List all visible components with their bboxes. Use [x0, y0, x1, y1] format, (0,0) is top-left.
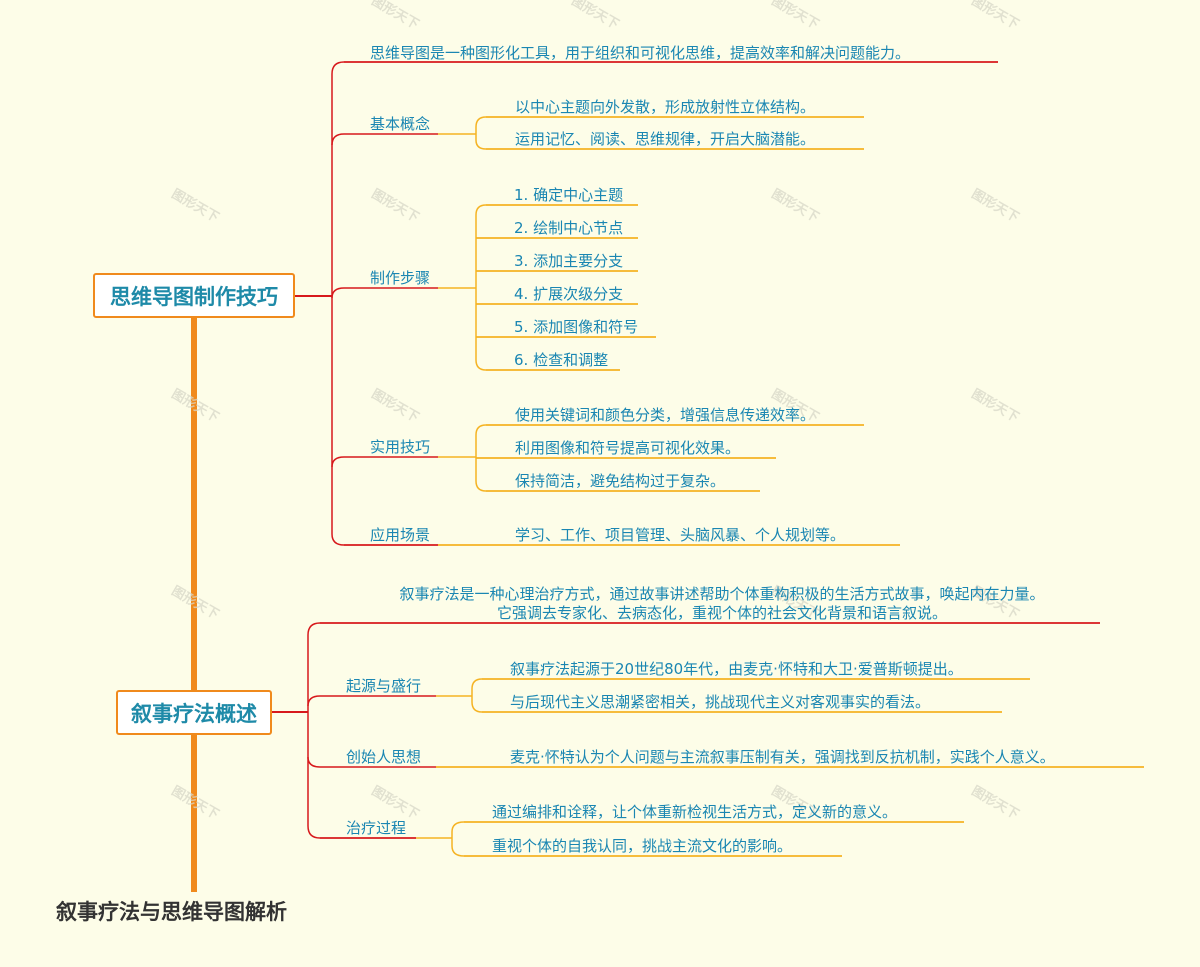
tip-item-1: 使用关键词和颜色分类，增强信息传递效率。 — [515, 406, 816, 424]
mindmap-branch-spine — [331, 61, 345, 546]
narrative-description-line2: 它强调去专家化、去病态化，重视个体的社会文化背景和语言叙说。 — [496, 604, 947, 622]
branch-label-founder[interactable]: 创始人思想 — [346, 748, 422, 766]
mindmap-branch-tips — [331, 456, 438, 468]
origin-item-2: 与后现代主义思潮紧密相关，挑战现代主义对客观事实的看法。 — [510, 693, 931, 711]
narrative-main-node[interactable]: 叙事疗法概述 — [116, 690, 272, 735]
mindmap-branch-basic — [331, 133, 438, 146]
step-item-1: 1. 确定中心主题 — [514, 186, 624, 204]
process-leaf-spine — [451, 821, 465, 857]
process-item-1: 通过编排和诠释，让个体重新检视生活方式，定义新的意义。 — [492, 803, 898, 821]
mindmap-description: 思维导图是一种图形化工具，用于组织和可视化思维，提高效率和解决问题能力。 — [370, 44, 911, 62]
tip-item-2: 利用图像和符号提高可视化效果。 — [515, 439, 741, 457]
page-title: 叙事疗法与思维导图解析 — [56, 900, 287, 924]
scenario-item-1: 学习、工作、项目管理、头脑风暴、个人规划等。 — [515, 526, 846, 544]
basic-leaf-spine — [475, 116, 487, 150]
narrative-description-line1: 叙事疗法是一种心理治疗方式，通过故事讲述帮助个体重构积极的生活方式故事，唤起内在… — [399, 585, 1045, 603]
branch-label-process[interactable]: 治疗过程 — [346, 819, 407, 837]
process-item-2: 重视个体的自我认同，挑战主流文化的影响。 — [492, 837, 793, 855]
step-item-2: 2. 绘制中心节点 — [514, 219, 624, 237]
branch-label-steps[interactable]: 制作步骤 — [370, 269, 431, 287]
origin-leaf-spine — [471, 678, 483, 713]
step-item-4: 4. 扩展次级分支 — [514, 285, 624, 303]
step-item-5: 5. 添加图像和符号 — [514, 318, 639, 336]
branch-label-tips[interactable]: 实用技巧 — [370, 438, 431, 456]
origin-item-1: 叙事疗法起源于20世纪80年代，由麦克·怀特和大卫·爱普斯顿提出。 — [510, 660, 963, 678]
basic-item-2: 运用记忆、阅读、思维规律，开启大脑潜能。 — [515, 130, 816, 148]
step-item-6: 6. 检查和调整 — [514, 351, 609, 369]
mindmap-branch-steps — [331, 287, 438, 299]
basic-item-1: 以中心主题向外发散，形成放射性立体结构。 — [515, 98, 816, 116]
branch-label-basic[interactable]: 基本概念 — [370, 115, 431, 133]
tip-item-3: 保持简洁，避免结构过于复杂。 — [515, 472, 726, 490]
mindmap-main-node[interactable]: 思维导图制作技巧 — [93, 273, 295, 318]
branch-label-scenarios[interactable]: 应用场景 — [370, 526, 431, 544]
narrative-branch-origin — [307, 695, 436, 707]
founder-item-1: 麦克·怀特认为个人问题与主流叙事压制有关，强调找到反抗机制，实践个人意义。 — [510, 748, 1055, 766]
narrative-branch-founder — [307, 756, 436, 768]
branch-label-origin[interactable]: 起源与盛行 — [346, 677, 422, 695]
steps-leaf-spine — [475, 204, 487, 371]
narrative-branch-spine — [307, 622, 321, 839]
step-item-3: 3. 添加主要分支 — [514, 252, 624, 270]
